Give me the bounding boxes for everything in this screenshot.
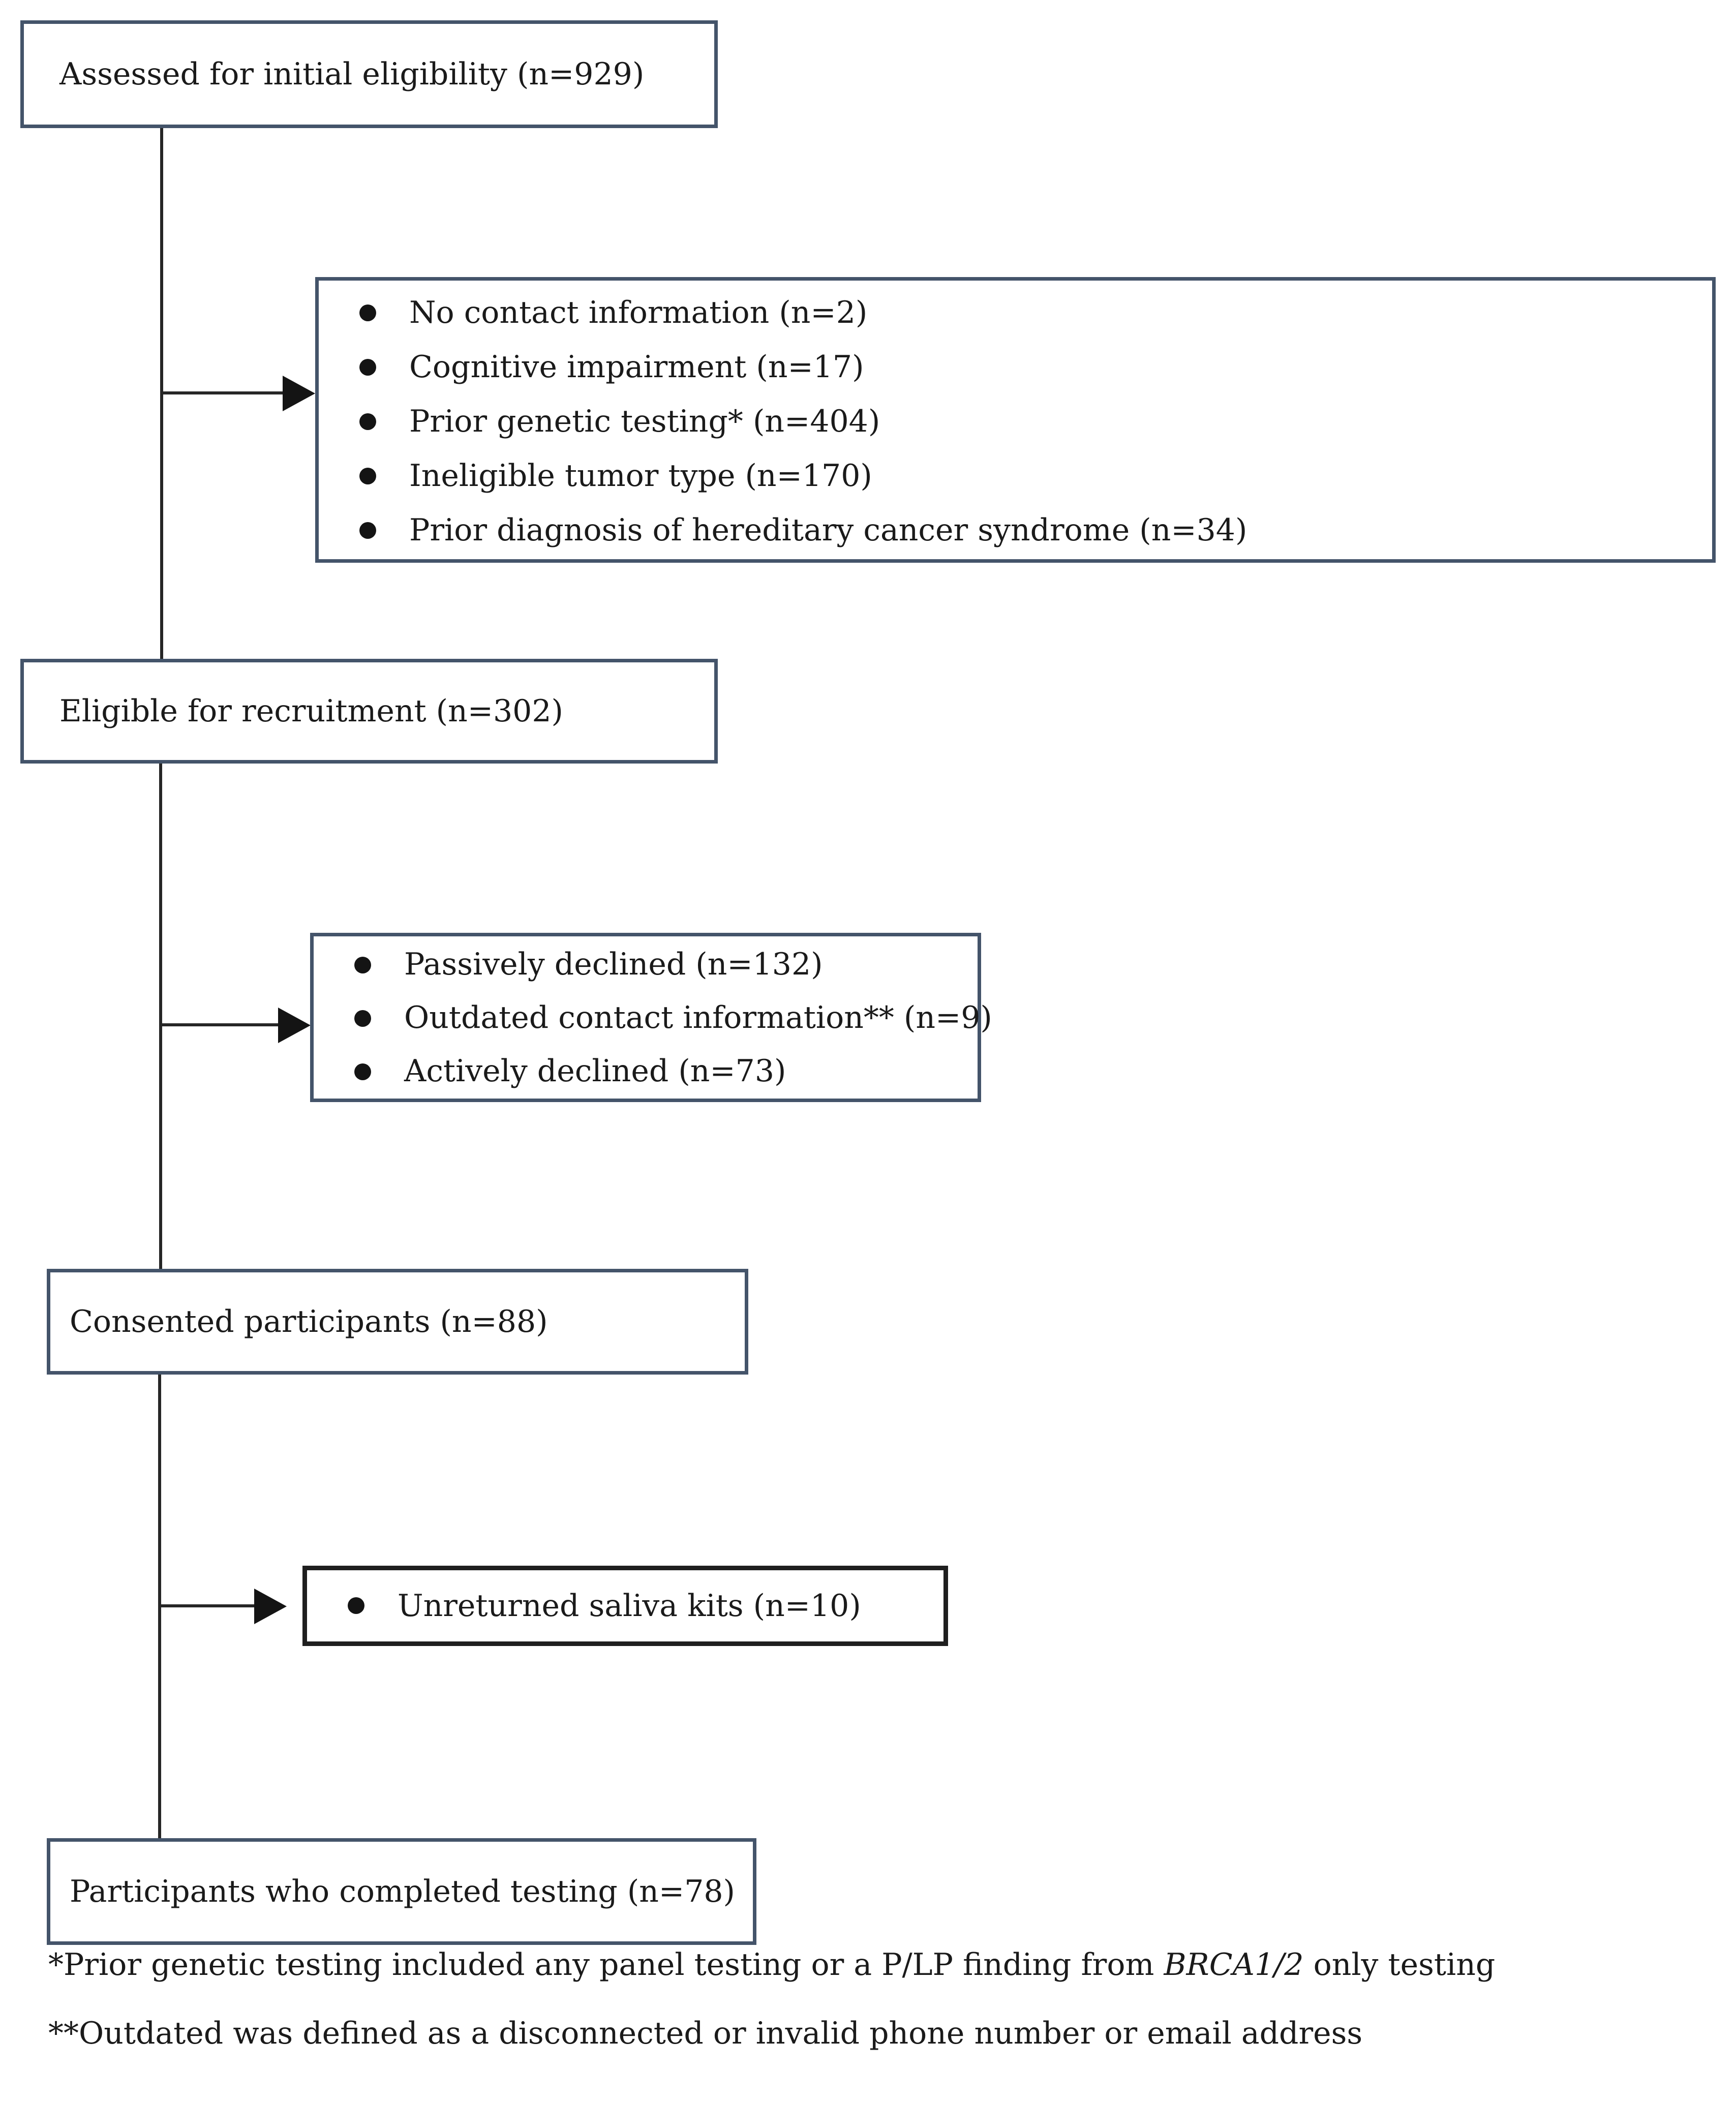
box-consented-participants: Consented participants (n=88) <box>47 1269 748 1375</box>
exclusion-item: Outdated contact information** (n=9) <box>314 991 992 1045</box>
exclusion-item: Actively declined (n=73) <box>314 1045 978 1098</box>
arrow-shaft-1 <box>162 391 286 394</box>
exclusion-item: Ineligible tumor type (n=170) <box>319 449 1712 503</box>
footnote-1: *Prior genetic testing included any pane… <box>48 1947 1495 1983</box>
exclusion-item: Passively declined (n=132) <box>314 938 978 991</box>
arrow-shaft-2 <box>161 1023 282 1026</box>
arrow-right-icon <box>278 1008 311 1043</box>
box-assessed-eligibility: Assessed for initial eligibility (n=929) <box>20 20 718 128</box>
flow-connector-line-3 <box>158 1375 161 1861</box>
box-consented-label: Consented participants (n=88) <box>70 1304 548 1339</box>
flow-connector-line-2 <box>159 764 162 1293</box>
exclusion-list-initial: No contact information (n=2) Cognitive i… <box>319 286 1712 558</box>
footnote-2: **Outdated was defined as a disconnected… <box>48 2016 1362 2051</box>
exclusion-item: Prior diagnosis of hereditary cancer syn… <box>319 503 1712 558</box>
box-exclusions-recruitment: Passively declined (n=132) Outdated cont… <box>310 933 992 1102</box>
exclusion-list-testing: Unreturned saliva kits (n=10) <box>307 1570 943 1641</box>
footnote-1-gene-italic: BRCA1/2 <box>1164 1947 1304 1983</box>
footnote-1-text-end: only testing <box>1303 1947 1496 1983</box>
exclusion-item: Prior genetic testing* (n=404) <box>319 394 1712 449</box>
arrow-right-icon <box>283 376 315 411</box>
exclusion-item: No contact information (n=2) <box>319 286 1712 340</box>
box-eligible-recruitment: Eligible for recruitment (n=302) <box>20 659 718 764</box>
box-assessed-label: Assessed for initial eligibility (n=929) <box>59 56 645 92</box>
box-completed-label: Participants who completed testing (n=78… <box>70 1874 735 1909</box>
box-completed-testing: Participants who completed testing (n=78… <box>47 1838 756 1945</box>
flow-connector-line-1 <box>160 128 163 683</box>
box-unreturned-saliva-kits: Unreturned saliva kits (n=10) <box>302 1566 948 1646</box>
arrow-right-icon <box>254 1589 287 1624</box>
footnote-2-text: **Outdated was defined as a disconnected… <box>48 2016 1363 2051</box>
exclusion-item: Unreturned saliva kits (n=10) <box>307 1570 943 1641</box>
box-exclusions-initial: No contact information (n=2) Cognitive i… <box>315 277 1716 563</box>
exclusion-item: Cognitive impairment (n=17) <box>319 340 1712 394</box>
box-eligible-label: Eligible for recruitment (n=302) <box>59 693 563 729</box>
footnote-1-text: *Prior genetic testing included any pane… <box>48 1947 1164 1983</box>
arrow-shaft-3 <box>160 1604 259 1607</box>
exclusion-list-recruitment: Passively declined (n=132) Outdated cont… <box>314 938 992 1098</box>
